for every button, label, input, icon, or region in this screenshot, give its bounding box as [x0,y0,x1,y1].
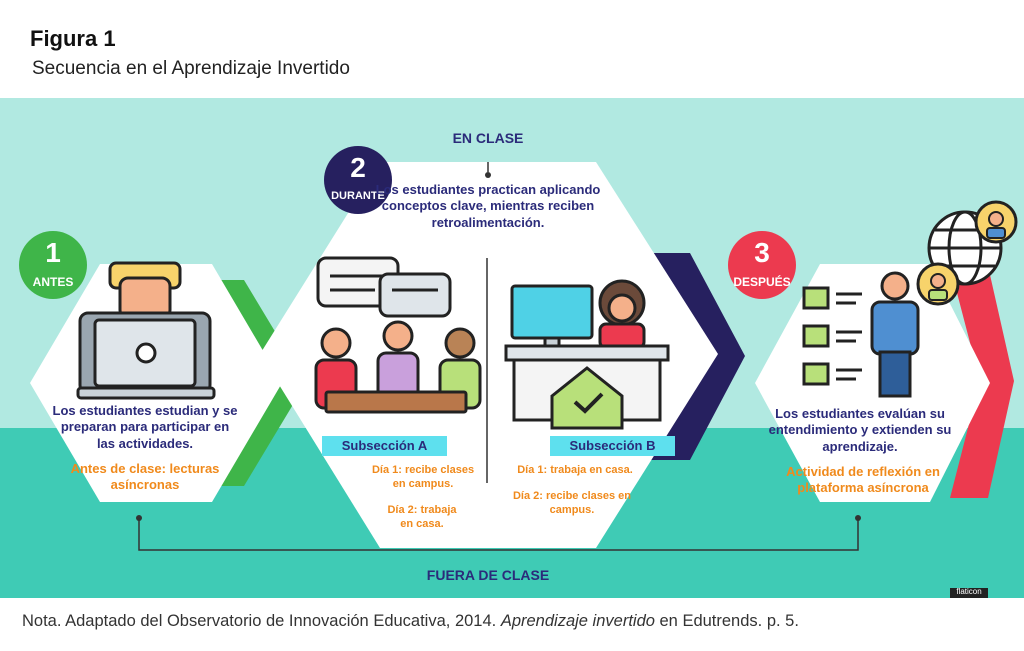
student-laptop-icon [76,261,216,400]
antes-activity: Antes de clase: lecturas asíncronas [70,461,220,493]
source-note: Nota. Adaptado del Observatorio de Innov… [22,612,799,631]
figure-label: Figura 1 [30,26,116,51]
note-prefix: Nota. Adaptado del Observatorio de Innov… [22,612,501,630]
note-title: Aprendizaje invertido [500,612,655,630]
hexagon-despues [755,264,990,502]
badge-antes-label: ANTES [32,275,74,289]
flipped-learning-diagram: EN CLASE FUERA DE CLASE 1 ANTES 2 DURANT… [0,98,1024,598]
badge-despues [728,231,796,299]
subsection-a-title: Subsección A [341,438,428,453]
subsection-b-day2: Día 2: recibe clases en campus. [512,490,631,516]
flaticon-credit: flaticon [956,587,982,596]
note-suffix: en Edutrends. p. 5. [654,612,799,630]
durante-description: Los estudiantes practican aplicando conc… [375,182,601,230]
group-discussion-icon [314,256,482,414]
badge-durante-number: 2 [350,152,366,183]
antes-description: Los estudiantes estudian y se preparan p… [52,403,238,451]
badge-despues-number: 3 [754,237,770,268]
globe-network-icon [916,200,1018,306]
despues-description: Los estudiantes evalúan su entendimiento… [768,406,952,454]
despues-activity: Actividad de reflexión en plataforma así… [786,464,940,496]
badge-antes [19,231,87,299]
badge-durante [324,146,392,214]
checklist-icon [802,271,920,398]
en-clase-dot [485,172,491,178]
fuera-de-clase-connector [138,518,859,551]
chevron-durante [640,253,745,460]
credit-box [950,588,988,598]
subsection-b-day1: Día 1: trabaja en casa. [517,464,633,476]
subsection-b-title: Subsección B [569,438,656,453]
figure-title: Secuencia en el Aprendizaje Invertido [32,58,350,79]
home-study-icon [504,279,670,430]
subsection-a-day2: Día 2: trabaja en casa. [387,504,457,530]
fuera-de-clase-label: FUERA DE CLASE [426,567,550,583]
badge-despues-label: DESPUÉS [733,275,791,289]
en-clase-label: EN CLASE [452,130,524,146]
diagram-graphics [0,98,1024,598]
subsection-b-bar [550,436,675,456]
badge-antes-number: 1 [45,237,61,268]
subsection-a-bar [322,436,447,456]
subsection-a-day1: Día 1: recibe clases en campus. [371,464,475,490]
badge-durante-label: DURANTE [331,190,385,202]
